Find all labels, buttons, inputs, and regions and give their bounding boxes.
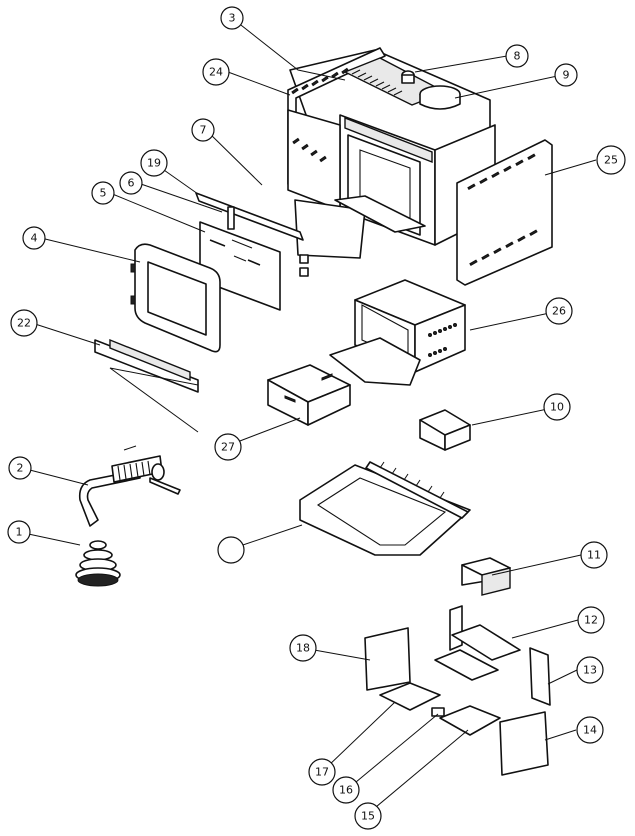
ash-lip	[94, 338, 199, 393]
gas-line	[78, 445, 181, 527]
callout-label: 16	[339, 784, 353, 797]
callout-16: 16	[332, 776, 360, 804]
callout-label: 2	[17, 462, 24, 475]
regulator	[75, 540, 121, 587]
callout-8: 8	[505, 44, 529, 68]
callout-6: 6	[119, 171, 143, 195]
callout-label: 27	[221, 441, 235, 454]
callout-19: 19	[140, 149, 168, 177]
refractory-15	[439, 705, 501, 736]
callout-15: 15	[354, 802, 382, 830]
callout-label: 24	[209, 66, 223, 79]
callout-label: 9	[563, 69, 570, 82]
callout-label: 25	[604, 154, 618, 167]
callout-label: 19	[147, 157, 161, 170]
callout-label: 13	[583, 664, 597, 677]
callout-7: 7	[191, 118, 215, 142]
flue-plug-part	[401, 70, 415, 84]
callout-4: 4	[22, 226, 46, 250]
callout-label: 12	[584, 614, 598, 627]
callout-2: 2	[8, 456, 32, 480]
callout-label: 3	[229, 12, 236, 25]
refractory-14	[499, 711, 549, 776]
callout-label: 8	[514, 50, 521, 63]
callout-18: 18	[289, 634, 317, 662]
callout-27	[217, 536, 245, 564]
refractory-11	[461, 557, 511, 596]
callout-24: 25	[596, 145, 626, 175]
callout-13: 13	[576, 656, 604, 684]
callout-label: 17	[315, 766, 329, 779]
callout-12: 12	[577, 606, 605, 634]
ash-pan	[267, 364, 351, 426]
callout-10: 10	[543, 393, 571, 421]
bracket	[419, 409, 471, 451]
callout-label: 1	[16, 526, 23, 539]
callout-23: 24	[202, 58, 230, 86]
refractory-12	[434, 605, 521, 681]
right-side-panel	[456, 139, 553, 286]
callout-label: 6	[128, 177, 135, 190]
callout-17: 17	[308, 758, 336, 786]
hearth-tray	[299, 461, 471, 556]
callout-label: 26	[552, 305, 566, 318]
refractory-17	[379, 682, 441, 711]
refractory-13	[529, 647, 551, 706]
callout-22: 22	[10, 309, 38, 337]
callout-11: 11	[580, 541, 608, 569]
callout-label: 15	[361, 810, 375, 823]
callout-label: 18	[296, 642, 310, 655]
callout-label: 10	[550, 401, 564, 414]
door-glass	[199, 221, 281, 311]
callout-label: 4	[31, 232, 38, 245]
callout-label: 14	[583, 724, 597, 737]
callout-26: 27	[214, 433, 242, 461]
glass-retainer	[195, 192, 309, 277]
leader-lines	[18, 17, 597, 813]
burner-box	[329, 279, 466, 386]
refractory-18	[364, 627, 411, 691]
callout-3: 3	[220, 6, 244, 30]
callout-label: 7	[200, 124, 207, 137]
callout-25: 26	[545, 297, 573, 325]
callout-label: 22	[17, 317, 31, 330]
callout-14: 14	[576, 716, 604, 744]
callout-label: 5	[100, 187, 107, 200]
refractory-16	[431, 707, 445, 717]
callout-label: 11	[587, 549, 601, 562]
door-frame	[130, 243, 221, 353]
callout-5: 5	[91, 181, 115, 205]
callout-1: 1	[7, 520, 31, 544]
callout-9: 9	[554, 63, 578, 87]
